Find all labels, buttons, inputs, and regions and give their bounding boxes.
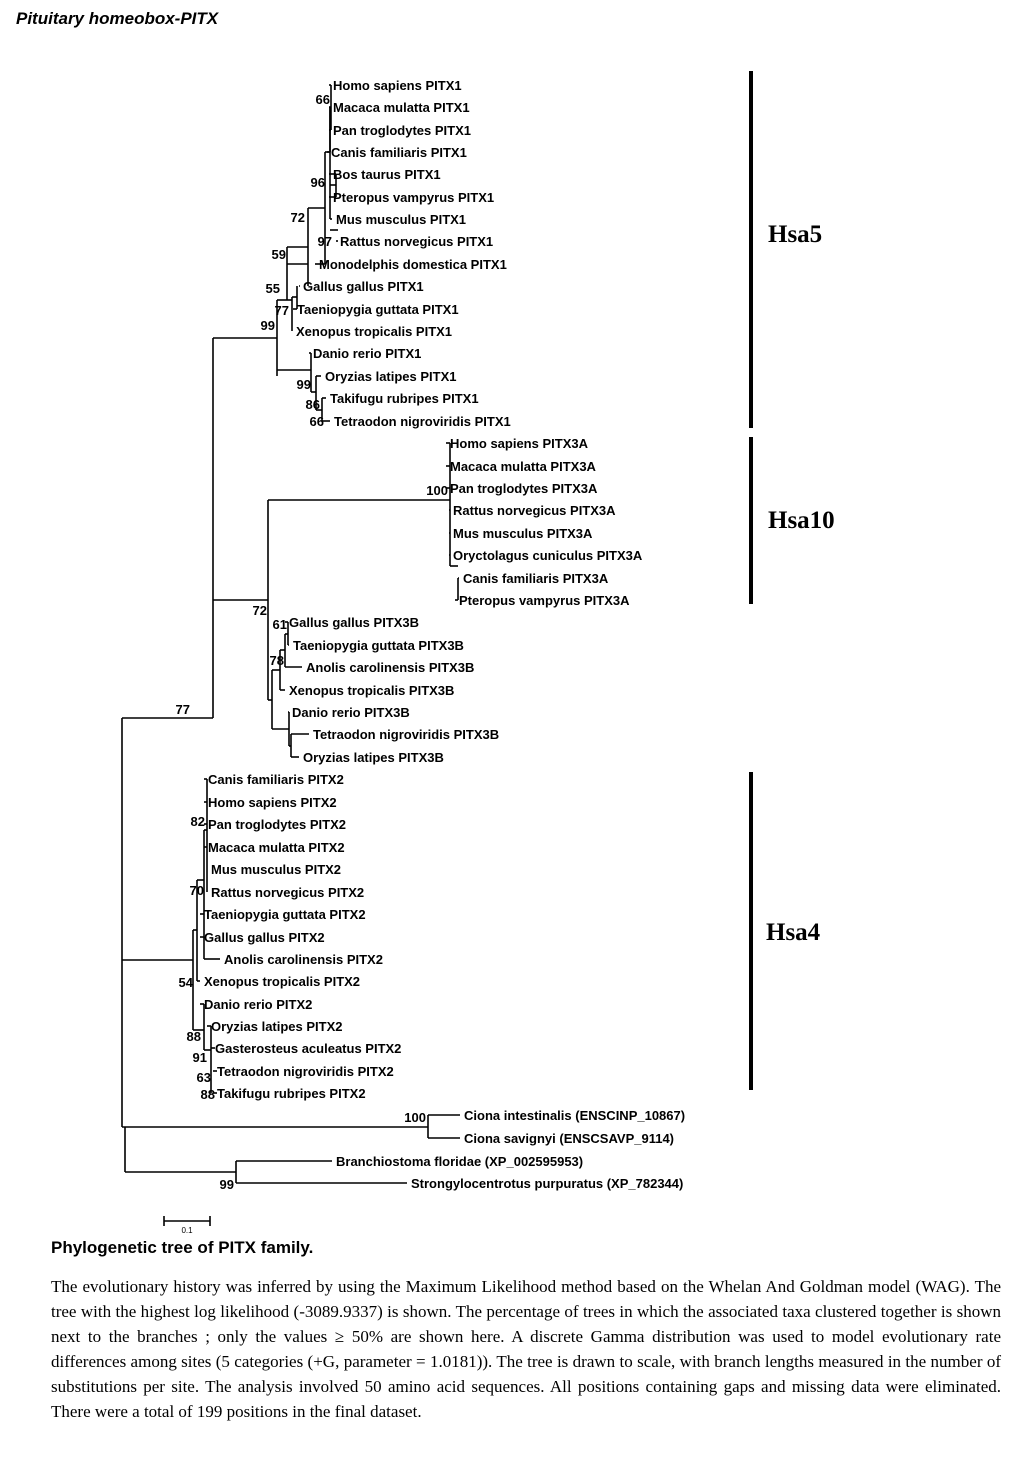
taxon-label: Macaca mulatta PITX3A — [450, 459, 597, 474]
taxon-label: Canis familiaris PITX1 — [331, 145, 467, 160]
bootstrap-value: 54 — [179, 975, 194, 990]
taxon-label: Oryctolagus cuniculus PITX3A — [453, 548, 643, 563]
bootstrap-value: 88 — [187, 1029, 201, 1044]
taxon-label: Danio rerio PITX3B — [292, 705, 410, 720]
taxon-label: Taeniopygia guttata PITX1 — [297, 302, 459, 317]
bootstrap-value: 78 — [270, 653, 284, 668]
taxon-label: Bos taurus PITX1 — [333, 167, 441, 182]
hsa5-bracket — [749, 71, 753, 428]
taxon-label: Gallus gallus PITX3B — [289, 615, 419, 630]
taxon-label: Taeniopygia guttata PITX3B — [293, 638, 464, 653]
taxon-label: Danio rerio PITX2 — [204, 997, 312, 1012]
bootstrap-value: 61 — [273, 617, 287, 632]
page-header: Pituitary homeobox-PITX — [16, 9, 219, 28]
bootstrap-value: 88 — [201, 1087, 215, 1102]
taxon-label: Strongylocentrotus purpuratus (XP_782344… — [411, 1176, 683, 1191]
taxon-label: Xenopus tropicalis PITX2 — [204, 974, 360, 989]
taxon-label: Mus musculus PITX1 — [336, 212, 466, 227]
taxon-label: Oryzias latipes PITX1 — [325, 369, 457, 384]
bootstrap-value: 77 — [176, 702, 190, 717]
taxon-label: Gasterosteus aculeatus PITX2 — [215, 1041, 401, 1056]
bootstrap-value: 82 — [191, 814, 205, 829]
bootstrap-value: 63 — [197, 1070, 211, 1085]
taxon-label: Pteropus vampyrus PITX1 — [333, 190, 494, 205]
taxon-label: Gallus gallus PITX1 — [303, 279, 424, 294]
caption-title: Phylogenetic tree of PITX family. — [51, 1238, 314, 1257]
taxon-label: Macaca mulatta PITX1 — [333, 100, 470, 115]
caption-body: The evolutionary history was inferred by… — [51, 1277, 1001, 1421]
taxon-label: Monodelphis domestica PITX1 — [319, 257, 507, 272]
scale-bar-label: 0.1 — [181, 1226, 193, 1235]
bootstrap-value: 66 — [310, 414, 324, 429]
bootstrap-value: 91 — [193, 1050, 207, 1065]
taxon-label: Mus musculus PITX3A — [453, 526, 593, 541]
taxon-label: Pan troglodytes PITX1 — [333, 123, 471, 138]
bootstrap-value: 72 — [253, 603, 267, 618]
bootstrap-value: 72 — [291, 210, 305, 225]
taxon-label: Taeniopygia guttata PITX2 — [204, 907, 366, 922]
bootstrap-value: 99 — [261, 318, 275, 333]
hsa10-bracket — [749, 437, 753, 604]
bootstrap-value: 70 — [190, 883, 204, 898]
taxon-label: Oryzias latipes PITX2 — [211, 1019, 343, 1034]
taxon-label: Danio rerio PITX1 — [313, 346, 421, 361]
taxon-label: Pan troglodytes PITX3A — [450, 481, 598, 496]
bootstrap-value: 97 — [318, 234, 332, 249]
hsa10-label: Hsa10 — [768, 507, 835, 534]
taxon-label: Macaca mulatta PITX2 — [208, 840, 345, 855]
taxon-label: Anolis carolinensis PITX3B — [306, 660, 474, 675]
taxon-label: Homo sapiens PITX3A — [450, 436, 589, 451]
taxon-label: Pan troglodytes PITX2 — [208, 817, 346, 832]
taxon-label: Oryzias latipes PITX3B — [303, 750, 444, 765]
taxon-label: Mus musculus PITX2 — [211, 862, 341, 877]
taxon-label: Canis familiaris PITX3A — [463, 571, 609, 586]
hsa4-label: Hsa4 — [766, 919, 821, 946]
taxon-label: Ciona intestinalis (ENSCINP_10867) — [464, 1108, 685, 1123]
taxon-label: Xenopus tropicalis PITX1 — [296, 324, 452, 339]
taxon-label: Gallus gallus PITX2 — [204, 930, 325, 945]
bootstrap-value: 96 — [311, 175, 325, 190]
taxon-label: Pteropus vampyrus PITX3A — [459, 593, 630, 608]
hsa5-label: Hsa5 — [768, 221, 823, 248]
taxon-label: Takifugu rubripes PITX1 — [330, 391, 479, 406]
taxon-label: Tetraodon nigroviridis PITX2 — [217, 1064, 394, 1079]
taxon-label: Canis familiaris PITX2 — [208, 772, 344, 787]
bootstrap-value: 100 — [426, 483, 448, 498]
bootstrap-value: 59 — [272, 247, 286, 262]
taxon-label: Homo sapiens PITX2 — [208, 795, 337, 810]
taxon-label: Anolis carolinensis PITX2 — [224, 952, 383, 967]
bootstrap-value: 99 — [297, 377, 311, 392]
taxon-label: Tetraodon nigroviridis PITX1 — [334, 414, 511, 429]
bootstrap-value: 77 — [275, 303, 289, 318]
bootstrap-value: 99 — [220, 1177, 234, 1192]
taxon-label: Xenopus tropicalis PITX3B — [289, 683, 454, 698]
taxon-label: Takifugu rubripes PITX2 — [217, 1086, 366, 1101]
taxon-label: Rattus norvegicus PITX1 — [340, 234, 493, 249]
hsa4-bracket — [749, 772, 753, 1090]
taxon-label: Branchiostoma floridae (XP_002595953) — [336, 1154, 583, 1169]
bootstrap-value: 100 — [404, 1110, 426, 1125]
bootstrap-value: 55 — [266, 281, 280, 296]
bootstrap-value: 86 — [306, 397, 320, 412]
taxon-label: Homo sapiens PITX1 — [333, 78, 462, 93]
taxon-label: Rattus norvegicus PITX3A — [453, 503, 616, 518]
bootstrap-value: 66 — [316, 92, 330, 107]
taxon-label: Ciona savignyi (ENSCSAVP_9114) — [464, 1131, 674, 1146]
taxon-label: Rattus norvegicus PITX2 — [211, 885, 364, 900]
taxon-label: Tetraodon nigroviridis PITX3B — [313, 727, 499, 742]
